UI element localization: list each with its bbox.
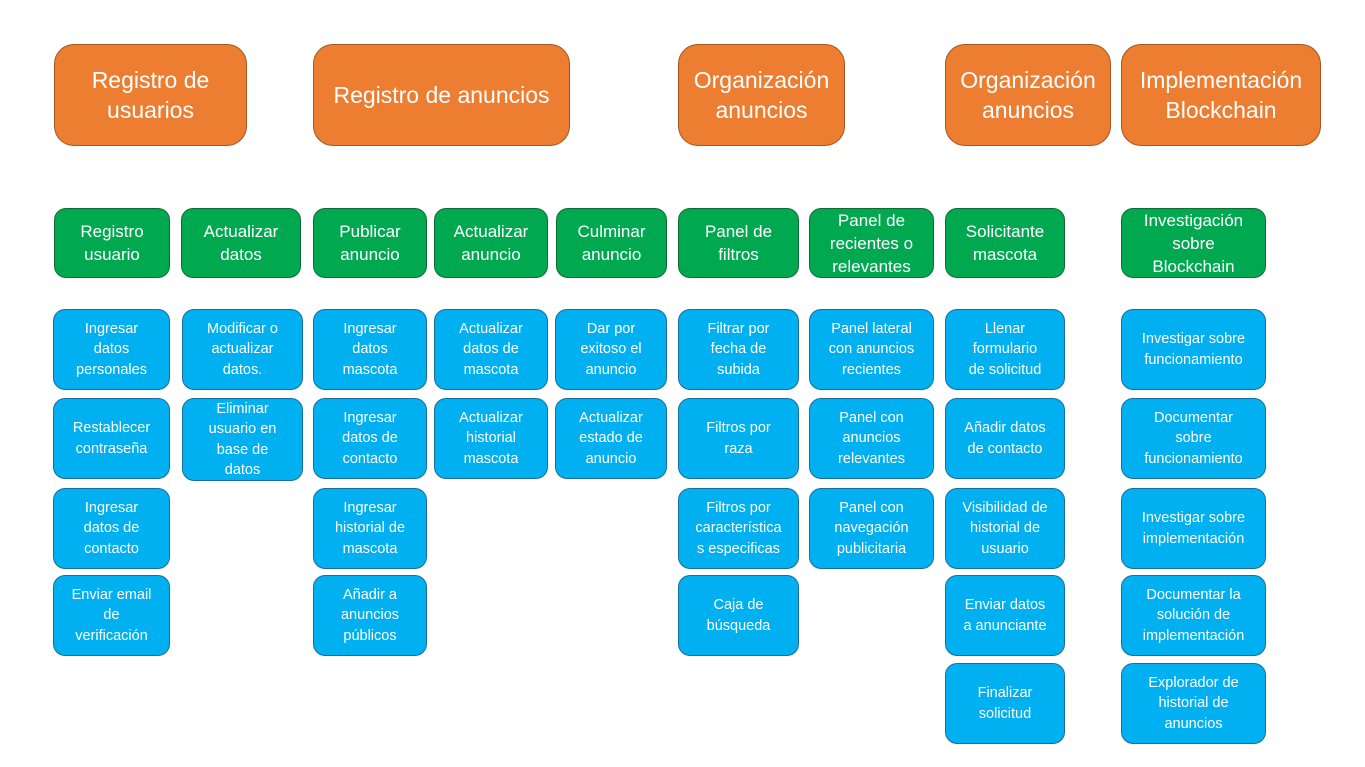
feature-actualizar-anuncio: Actualizar anuncio: [434, 208, 548, 278]
story-anadir-datos-contacto: Añadir datos de contacto: [945, 398, 1065, 479]
story-panel-navegacion-publicitaria: Panel con navegación publicitaria: [809, 488, 934, 569]
feature-investigacion-blockchain: Investigación sobre Blockchain: [1121, 208, 1266, 278]
epic-registro-usuarios: Registro de usuarios: [54, 44, 247, 146]
story-restablecer-contrasena: Restablecer contraseña: [53, 398, 170, 479]
epic-implementacion-blockchain: Implementación Blockchain: [1121, 44, 1321, 146]
story-enviar-datos-anunciante: Enviar datos a anunciante: [945, 575, 1065, 656]
story-explorador-historial: Explorador de historial de anuncios: [1121, 663, 1266, 744]
feature-panel-filtros: Panel de filtros: [678, 208, 799, 278]
story-ingresar-datos-mascota: Ingresar datos mascota: [313, 309, 427, 390]
story-documentar-funcionamiento: Documentar sobre funcionamiento: [1121, 398, 1266, 479]
story-filtros-raza: Filtros por raza: [678, 398, 799, 479]
story-actualizar-datos-mascota: Actualizar datos de mascota: [434, 309, 548, 390]
epic-organizacion-anuncios-2: Organización anuncios: [945, 44, 1111, 146]
story-enviar-email-verificacion: Enviar email de verificación: [53, 575, 170, 656]
story-panel-anuncios-relevantes: Panel con anuncios relevantes: [809, 398, 934, 479]
story-modificar-datos: Modificar o actualizar datos.: [182, 309, 303, 390]
epic-organizacion-anuncios-1: Organización anuncios: [678, 44, 845, 146]
feature-publicar-anuncio: Publicar anuncio: [313, 208, 427, 278]
story-llenar-formulario: Llenar formulario de solicitud: [945, 309, 1065, 390]
story-ingresar-datos-personales: Ingresar datos personales: [53, 309, 170, 390]
story-finalizar-solicitud: Finalizar solicitud: [945, 663, 1065, 744]
story-anadir-anuncios-publicos: Añadir a anuncios públicos: [313, 575, 427, 656]
story-panel-lateral-recientes: Panel lateral con anuncios recientes: [809, 309, 934, 390]
story-filtrar-fecha-subida: Filtrar por fecha de subida: [678, 309, 799, 390]
feature-panel-recientes: Panel de recientes o relevantes: [809, 208, 934, 278]
feature-culminar-anuncio: Culminar anuncio: [556, 208, 667, 278]
story-investigar-funcionamiento: Investigar sobre funcionamiento: [1121, 309, 1266, 390]
feature-actualizar-datos: Actualizar datos: [181, 208, 301, 278]
story-dar-por-exitoso: Dar por exitoso el anuncio: [555, 309, 667, 390]
story-ingresar-datos-contacto: Ingresar datos de contacto: [53, 488, 170, 569]
story-investigar-implementacion: Investigar sobre implementación: [1121, 488, 1266, 569]
story-visibilidad-historial: Visibilidad de historial de usuario: [945, 488, 1065, 569]
feature-solicitante-mascota: Solicitante mascota: [945, 208, 1065, 278]
epic-registro-anuncios: Registro de anuncios: [313, 44, 570, 146]
story-ingresar-historial-mascota: Ingresar historial de mascota: [313, 488, 427, 569]
story-eliminar-usuario: Eliminar usuario en base de datos: [182, 398, 303, 481]
story-ingresar-datos-contacto-anuncio: Ingresar datos de contacto: [313, 398, 427, 479]
story-documentar-solucion: Documentar la solución de implementación: [1121, 575, 1266, 656]
story-actualizar-estado-anuncio: Actualizar estado de anuncio: [555, 398, 667, 479]
story-filtros-caracteristicas: Filtros por característica s especificas: [678, 488, 799, 569]
story-caja-busqueda: Caja de búsqueda: [678, 575, 799, 656]
story-actualizar-historial-mascota: Actualizar historial mascota: [434, 398, 548, 479]
feature-registro-usuario: Registro usuario: [54, 208, 170, 278]
